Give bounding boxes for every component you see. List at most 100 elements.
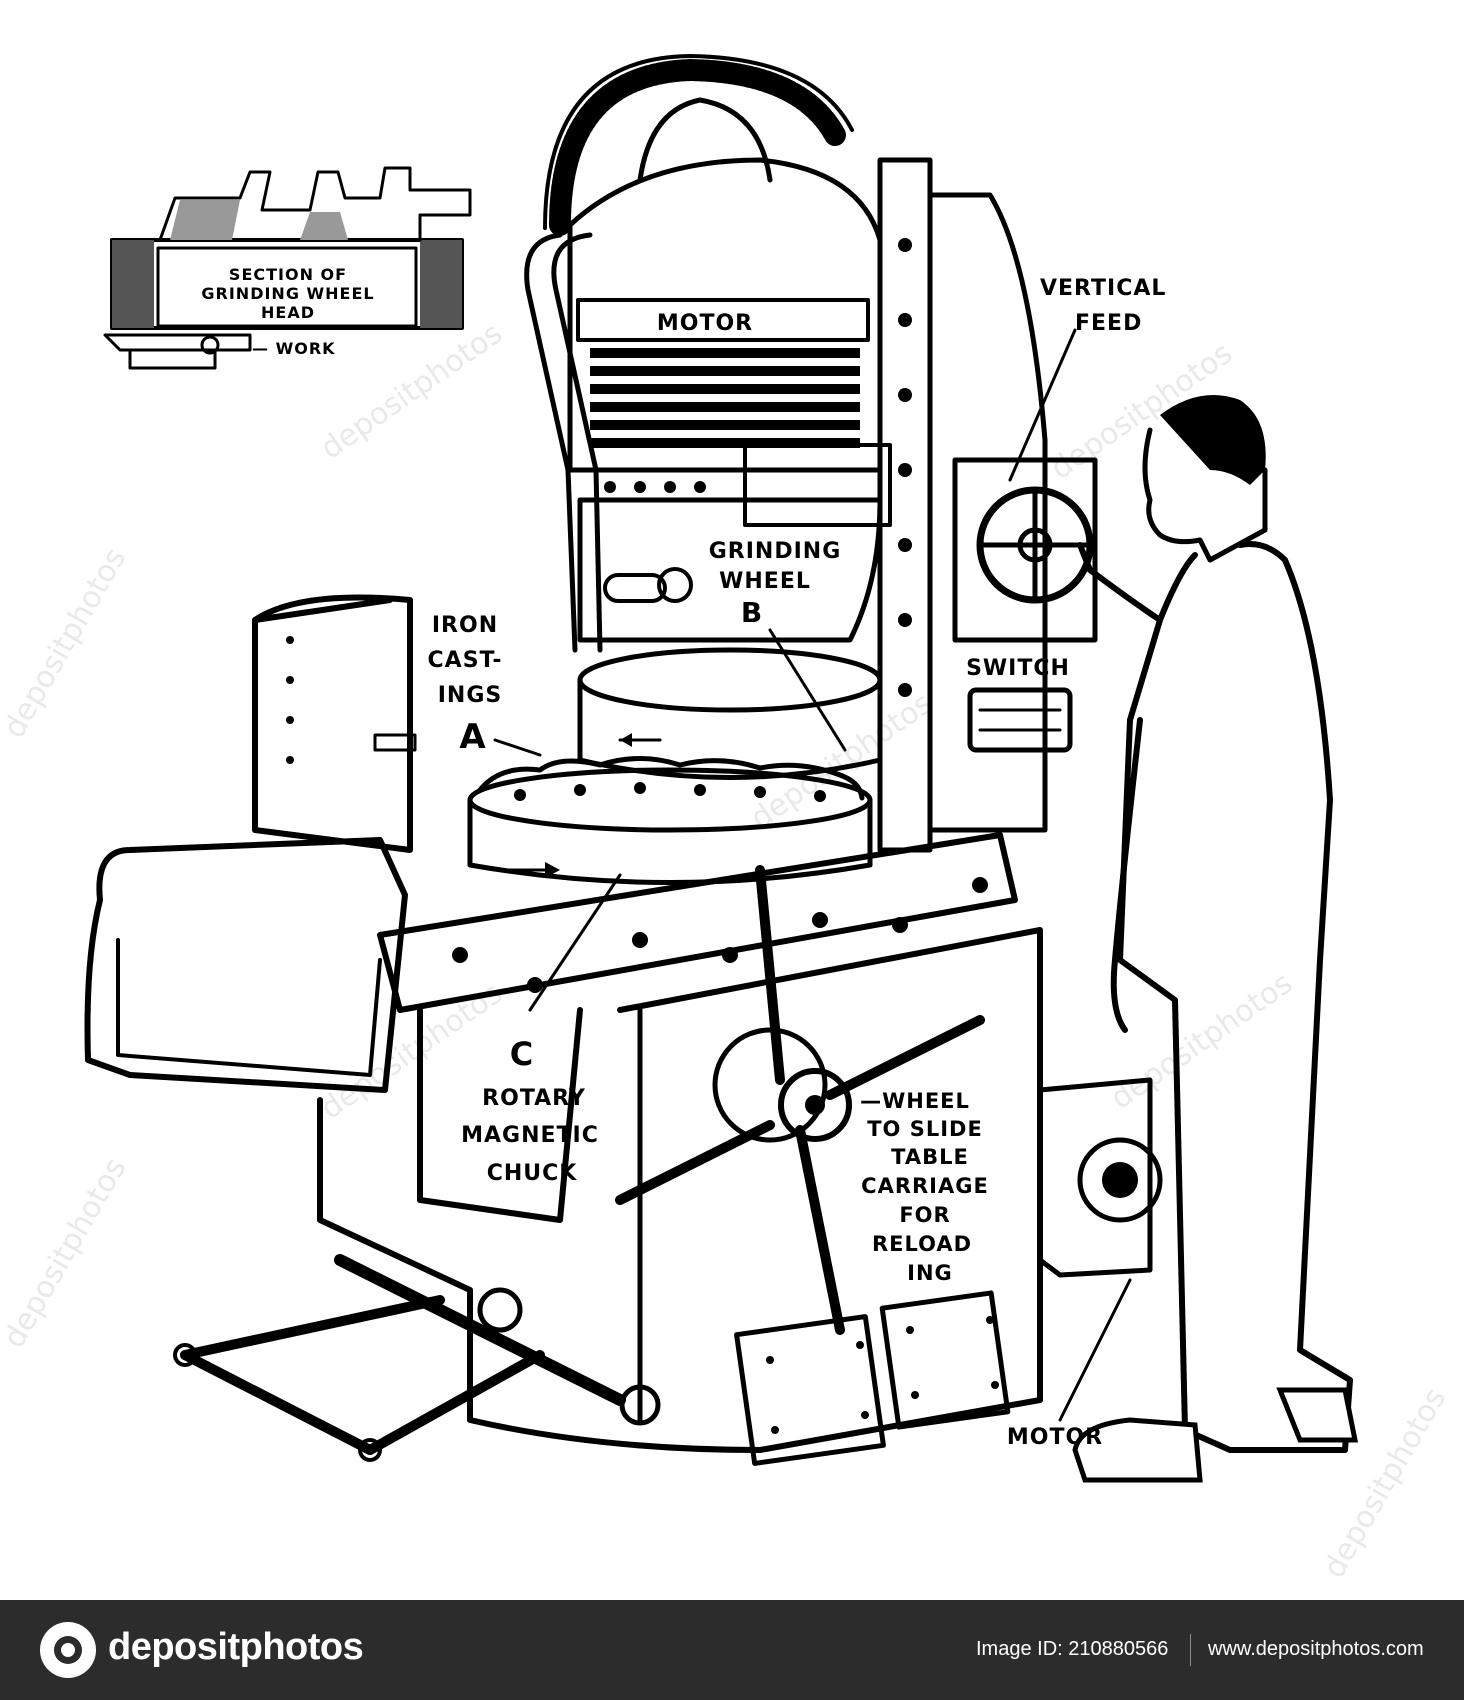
vertical-feed-label-1: VERTICAL	[1040, 276, 1166, 301]
vertical-feed-label-2: FEED	[1075, 311, 1142, 336]
section-label-line1: SECTION OF	[229, 265, 347, 284]
carriage-wheel-label-5: FOR	[899, 1203, 950, 1227]
grinding-wheel-leader	[768, 628, 847, 752]
work-piece	[103, 333, 252, 370]
machine-column	[877, 157, 1048, 853]
section-hatch-center2	[300, 212, 348, 240]
section-hatch-left	[112, 240, 154, 328]
treadle-spring	[477, 1287, 523, 1333]
wheel-arrow-head	[620, 733, 632, 747]
carriage-wheel-label-1: —WHEEL	[860, 1089, 970, 1113]
section-hatch-right	[420, 240, 462, 328]
lower-motor	[1037, 1077, 1163, 1278]
motor-assembly: MOTOR	[567, 97, 892, 643]
column-rail	[877, 157, 933, 853]
iron-castings-label-2: CAST-	[428, 648, 503, 673]
tray-latch	[373, 733, 417, 752]
switch-label: SWITCH	[966, 656, 1070, 681]
motor-top-label: MOTOR	[657, 311, 753, 336]
work-label: — WORK	[252, 339, 336, 358]
spindle-housing	[577, 497, 883, 643]
handwheel-spoke-left	[615, 1120, 775, 1205]
lower-motor-label: MOTOR	[1007, 1425, 1103, 1450]
section-label-line2: GRINDING WHEEL	[201, 284, 374, 303]
operator-figure	[1072, 395, 1359, 1483]
base-panel-left	[734, 1314, 886, 1466]
iron-castings	[477, 756, 865, 801]
carriage-wheel-label-3: TABLE	[891, 1145, 969, 1169]
rotary-chuck-label-1: ROTARY	[482, 1086, 586, 1111]
depositphotos-logo-icon	[40, 1622, 96, 1678]
coolant-pipe	[524, 232, 578, 653]
gear-teeth	[549, 59, 846, 236]
handwheel-spoke-down	[795, 1125, 845, 1335]
footer-separator	[1190, 1634, 1191, 1666]
grinding-wheel-label-1: GRINDING	[709, 539, 842, 564]
motor-cap	[637, 97, 773, 183]
operator-hair	[1160, 395, 1266, 485]
table-rail	[377, 832, 1018, 1013]
motor-housing	[567, 157, 883, 473]
rotary-chuck-label-3: CHUCK	[487, 1161, 578, 1186]
operator-arm-lower	[1110, 717, 1143, 1033]
handwheel-spoke-right	[825, 1015, 985, 1100]
iron-castings-leader	[493, 738, 542, 757]
base-panel-rivets	[766, 1316, 999, 1434]
tray-hood	[252, 594, 413, 853]
carriage-wheel-label-2: TO SLIDE	[867, 1117, 983, 1141]
section-inset: SECTION OF GRINDING WHEEL HEAD — WORK	[103, 166, 472, 370]
spindle-knob	[603, 567, 693, 603]
callout-labels: VERTICAL FEED GRINDING WHEEL B IRON CAST…	[428, 276, 1166, 1450]
letter-c-label: C	[510, 1035, 534, 1073]
tray-basin	[84, 837, 408, 1093]
image-id-text: Image ID: 210880566	[976, 1638, 1169, 1660]
operator-shoe-right	[1276, 1387, 1359, 1443]
table-bolts	[452, 877, 988, 993]
chuck-arrow-head	[545, 862, 560, 878]
motor-vents	[590, 348, 860, 448]
switch-box	[967, 687, 1073, 753]
motor-nameplate	[743, 443, 892, 527]
chuck-leader	[528, 873, 622, 1012]
grinding-machine-illustration: depositphotos depositphotos depositphoto…	[0, 54, 1454, 1584]
coolant-pipe-inner	[551, 232, 603, 653]
section-label-line3: HEAD	[261, 303, 315, 322]
rotary-chuck	[467, 756, 873, 885]
table-front	[417, 1007, 583, 1223]
vertical-feed-handwheel	[952, 457, 1098, 643]
handwheel-spoke-up	[755, 865, 785, 1085]
base-panel-right	[879, 1290, 1011, 1430]
grinding-wheel-label-2: WHEEL	[719, 569, 811, 594]
top-gear-arc	[543, 54, 854, 236]
loading-tray	[84, 594, 417, 1093]
machine-base	[317, 927, 1043, 1466]
brand-name: depositphotos	[108, 1626, 364, 1668]
watermark: depositphotos	[0, 542, 133, 744]
operator-face	[1142, 427, 1268, 563]
grinding-wheel	[577, 647, 883, 780]
rotary-chuck-label-2: MAGNETIC	[461, 1123, 599, 1148]
column-body	[927, 192, 1048, 833]
section-hatch-center	[170, 200, 240, 240]
motor-rivets	[604, 481, 706, 493]
section-head-outline	[158, 166, 472, 242]
watermark: depositphotos	[1105, 966, 1299, 1117]
iron-castings-label-3: INGS	[438, 683, 503, 708]
motor-band	[576, 298, 870, 342]
work-bolt	[200, 335, 220, 355]
tray-hood-top	[252, 597, 393, 623]
carriage-wheel-label-4: CARRIAGE	[861, 1174, 989, 1198]
column-bolts	[898, 238, 912, 697]
section-label-box	[156, 246, 418, 328]
tray-hood-rivets	[286, 636, 294, 764]
operator-shoe-left	[1072, 1417, 1203, 1483]
gear-outer-edge	[543, 54, 854, 230]
letter-b-label: B	[741, 596, 763, 629]
letter-a-label: A	[459, 717, 486, 757]
carriage-wheel-label-6: RELOAD	[872, 1232, 972, 1256]
foot-treadle	[173, 1254, 661, 1462]
carriage-wheel-label-7: ING	[907, 1261, 953, 1285]
operator-arm-raised	[1077, 542, 1163, 623]
site-url-text: www.depositphotos.com	[1208, 1638, 1424, 1660]
casting-details	[514, 782, 826, 802]
